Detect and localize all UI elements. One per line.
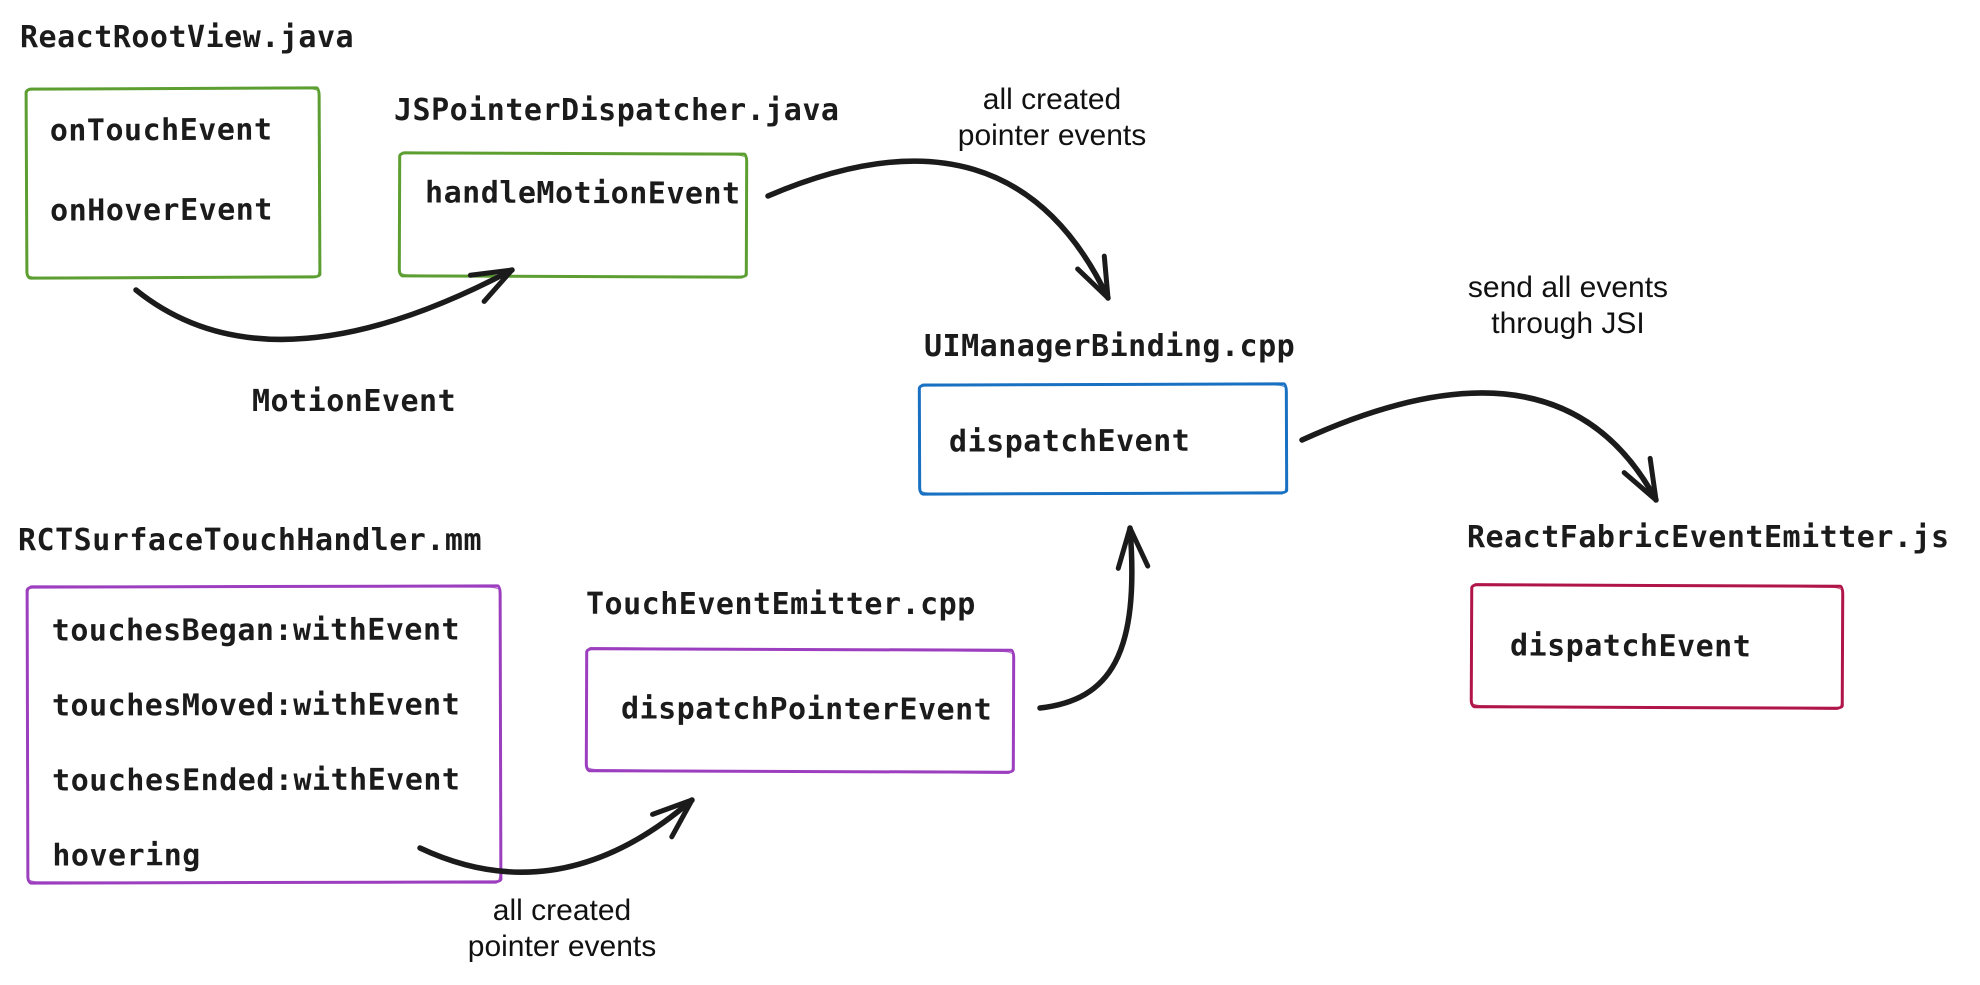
file-label-react-fabric-event-emitter: ReactFabricEventEmitter.js (1467, 520, 1950, 555)
annotation-line: all created (982, 83, 1122, 116)
arrow-dispatch-pointer-event-to-dispatch-event (1037, 525, 1135, 711)
annotation-line: through JSI (1491, 307, 1645, 340)
file-label-react-root-view: ReactRootView.java (20, 20, 355, 55)
edge-label-motion-event: MotionEvent (252, 384, 457, 419)
method-dispatch-pointer-event: dispatchPointerEvent (620, 691, 993, 728)
method-dispatch-event-cpp: dispatchEvent (948, 423, 1191, 460)
file-label-js-pointer-dispatcher: JSPointerDispatcher.java (394, 93, 840, 128)
annotation-line: pointer events (957, 119, 1147, 152)
arrowhead (1075, 266, 1111, 301)
method-dispatch-event-js: dispatchEvent (1509, 628, 1752, 665)
node-js-pointer-dispatcher: handleMotionEvent (397, 151, 749, 279)
file-label-ui-manager-binding: UIManagerBinding.cpp (924, 329, 1296, 364)
annotation-line: all created (492, 894, 632, 927)
arrowhead (669, 797, 695, 840)
method-touches-began: touchesBegan:withEvent (51, 612, 461, 649)
method-handle-motion-event: handleMotionEvent (425, 175, 741, 212)
arrowhead (1115, 525, 1133, 571)
node-react-fabric-event-emitter: dispatchEvent (1469, 583, 1845, 710)
annotation-line: send all events (1467, 271, 1669, 304)
node-rct-surface-touch-handler: touchesBegan:withEvent touchesMoved:with… (25, 584, 503, 885)
node-touch-event-emitter: dispatchPointerEvent (584, 647, 1016, 774)
arrowhead (1127, 525, 1151, 569)
file-label-touch-event-emitter: TouchEventEmitter.cpp (586, 587, 976, 622)
method-on-hover-event: onHoverEvent (50, 192, 273, 229)
node-ui-manager-binding: dispatchEvent (917, 382, 1289, 496)
method-on-touch-event: onTouchEvent (49, 112, 273, 149)
arrowhead (1101, 253, 1111, 301)
method-touches-ended: touchesEnded:withEvent (52, 762, 461, 799)
arrowhead (1647, 455, 1659, 503)
arrow-send-all-events-through-jsi (1299, 390, 1659, 503)
method-hovering: hovering (52, 838, 201, 874)
arrowhead (1621, 470, 1659, 503)
method-touches-moved: touchesMoved:withEvent (51, 687, 461, 724)
arrow-motion-event (133, 267, 515, 343)
arrowhead (650, 797, 695, 817)
node-react-root-view: onTouchEvent onHoverEvent (24, 86, 322, 280)
annotation-send-all-events-through-jsi: send all events through JSI (1468, 270, 1668, 342)
arrow-all-created-pointer-events-top (765, 158, 1111, 301)
annotation-all-created-pointer-events-top: all created pointer events (958, 82, 1146, 154)
file-label-rct-surface-touch-handler: RCTSurfaceTouchHandler.mm (18, 523, 483, 558)
annotation-line: pointer events (467, 930, 657, 963)
annotation-all-created-pointer-events-bottom: all created pointer events (468, 893, 656, 965)
